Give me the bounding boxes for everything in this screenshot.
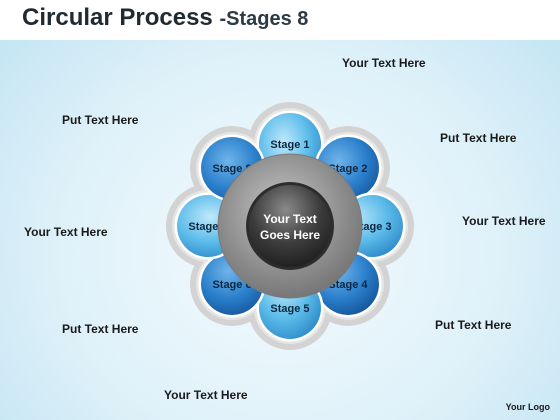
side-text-6: Put Text Here bbox=[62, 322, 139, 336]
stage-label: Stage 1 bbox=[270, 139, 309, 151]
slide-title: Circular Process -Stages 8 bbox=[22, 4, 308, 32]
side-text-2: Put Text Here bbox=[440, 131, 517, 145]
side-text-5: Your Text Here bbox=[164, 388, 248, 402]
side-text-1: Your Text Here bbox=[342, 56, 426, 70]
side-text-4: Put Text Here bbox=[435, 318, 512, 332]
title-bar: Circular Process -Stages 8 bbox=[0, 0, 560, 40]
side-text-7: Your Text Here bbox=[24, 225, 108, 239]
center-text-line2: Goes Here bbox=[260, 228, 320, 242]
side-text-3: Your Text Here bbox=[462, 214, 546, 228]
title-sub: -Stages 8 bbox=[219, 8, 309, 30]
title-main: Circular Process bbox=[22, 4, 213, 31]
stage-label: Stage 5 bbox=[270, 303, 309, 315]
stage-label: Stage 6 bbox=[212, 279, 251, 291]
logo-text: Your Logo bbox=[505, 402, 550, 412]
hub-core bbox=[249, 185, 331, 267]
center-text-line1: Your Text bbox=[263, 212, 317, 226]
side-text-8: Put Text Here bbox=[62, 113, 139, 127]
stage-label: Stage 4 bbox=[328, 279, 368, 291]
